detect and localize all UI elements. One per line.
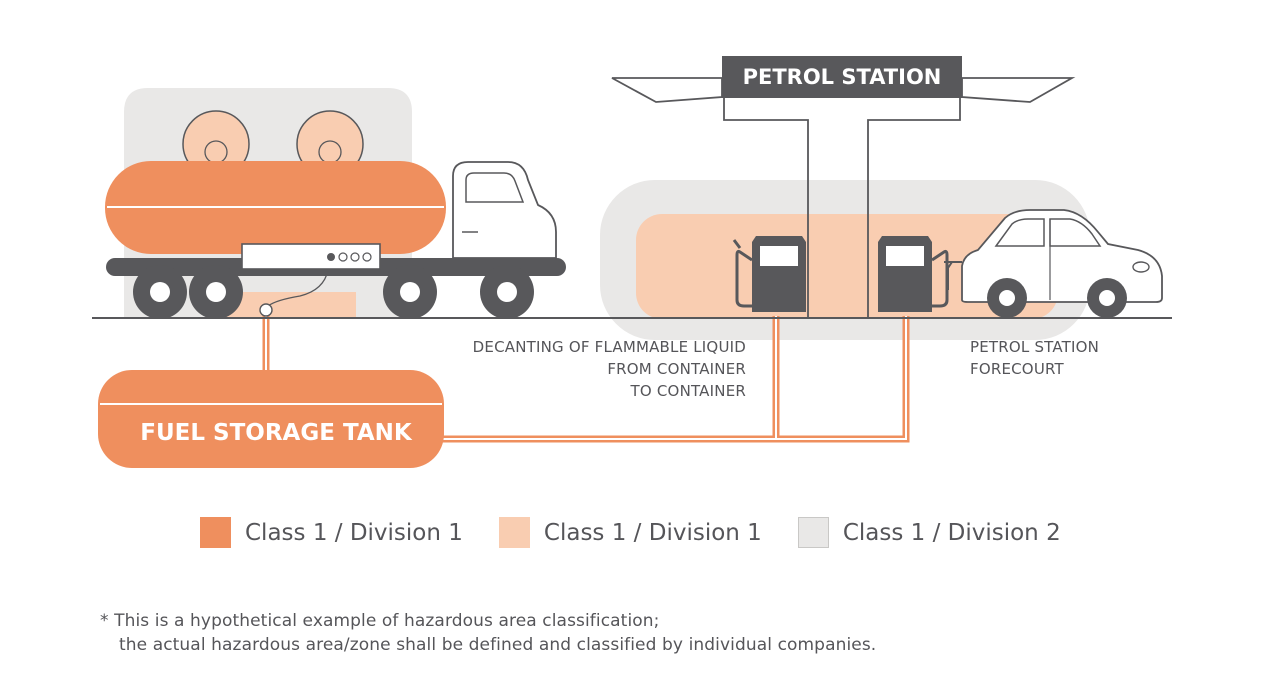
- petrol-station-sign-text: PETROL STATION: [743, 65, 942, 89]
- footnote-line: * This is a hypothetical example of haza…: [100, 611, 660, 631]
- tanker-truck-icon: [105, 110, 566, 319]
- forecourt-caption-line: PETROL STATION: [970, 338, 1100, 356]
- legend-label: Class 1 / Division 1: [543, 519, 762, 546]
- forecourt-caption-line: FORECOURT: [970, 360, 1064, 378]
- forecourt-caption: PETROL STATION FORECOURT: [970, 336, 1170, 380]
- fuel-storage-tank-label: FUEL STORAGE TANK: [140, 420, 413, 446]
- legend-item-division1-strong: Class 1 / Division 1: [200, 517, 463, 548]
- legend-swatch: [200, 517, 231, 548]
- station-division1-light-zone: [636, 214, 1058, 319]
- legend: Class 1 / Division 1 Class 1 / Division …: [200, 517, 1097, 548]
- fuel-storage-tank: [98, 370, 444, 468]
- ground-division1-light-zone: [226, 292, 356, 318]
- legend-swatch: [797, 517, 829, 548]
- footnote: * This is a hypothetical example of haza…: [100, 609, 876, 657]
- petrol-station-sign: [722, 56, 962, 98]
- decanting-caption-line: DECANTING OF FLAMMABLE LIQUID: [472, 338, 746, 356]
- decanting-caption-line: FROM CONTAINER: [607, 360, 746, 378]
- legend-label: Class 1 / Division 1: [245, 519, 463, 546]
- footnote-line: the actual hazardous area/zone shall be …: [119, 635, 877, 655]
- fuel-pipes: [262, 312, 910, 443]
- legend-item-division1-light: Class 1 / Division 1: [498, 517, 762, 548]
- legend-swatch: [498, 517, 530, 548]
- fuel-pump-icon: [732, 236, 806, 312]
- decanting-caption-line: TO CONTAINER: [630, 382, 746, 400]
- legend-label: Class 1 / Division 2: [842, 519, 1061, 546]
- decanting-caption: DECANTING OF FLAMMABLE LIQUID FROM CONTA…: [370, 336, 746, 402]
- legend-item-division2: Class 1 / Division 2: [797, 517, 1061, 548]
